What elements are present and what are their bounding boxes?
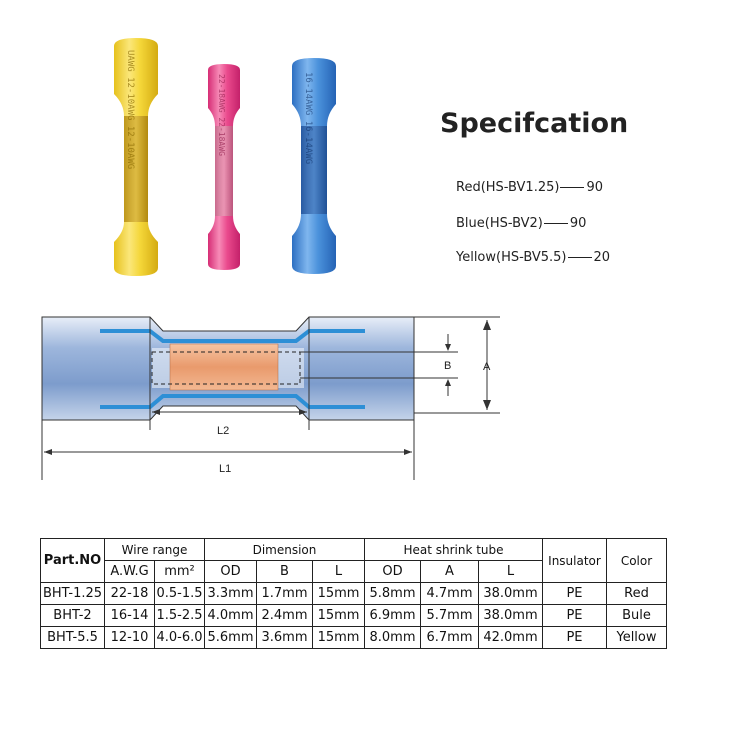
spec-line-blue: Blue(HS-BV2) 90 (456, 216, 586, 231)
svg-text:UAWG 12-10AWG 12-10AWG: UAWG 12-10AWG 12-10AWG (125, 50, 135, 169)
cell-insulator: PE (542, 626, 607, 649)
cell-mm2: 4.0-6.0 (154, 626, 205, 649)
subheader-mm2: mm² (154, 560, 205, 583)
dimension-diagram: A B L2 L1 (41, 316, 500, 480)
spec-line-label: Blue(HS-BV2) (456, 216, 543, 231)
cell-awg: 12-10 (104, 626, 155, 649)
cell-hs-od: 6.9mm (364, 604, 421, 627)
cell-od: 3.3mm (204, 582, 257, 605)
cell-awg: 16-14 (104, 604, 155, 627)
cell-part: BHT-5.5 (40, 626, 105, 649)
subheader-hs-od: OD (364, 560, 421, 583)
spec-line-label: Red(HS-BV1.25) (456, 180, 560, 195)
subheader-b: B (256, 560, 313, 583)
spec-line-yellow: Yellow(HS-BV5.5) 20 (456, 250, 610, 265)
spec-line-qty: 90 (586, 180, 604, 195)
spec-table: Part.NO Wire range Dimension Heat shrink… (40, 538, 667, 649)
svg-text:16-14AWG 16-14AWG: 16-14AWG 16-14AWG (303, 72, 313, 164)
cell-insulator: PE (542, 604, 607, 627)
cell-l: 15mm (312, 582, 365, 605)
cell-color: Yellow (606, 626, 667, 649)
product-photo: UAWG 12-10AWG 12-10AWG 22-18AWG 22-18AWG… (114, 38, 336, 276)
subheader-awg: A.W.G (104, 560, 155, 583)
blue-connector: 16-14AWG 16-14AWG (292, 58, 336, 274)
cell-hs-a: 5.7mm (420, 604, 479, 627)
cell-od: 5.6mm (204, 626, 257, 649)
spec-line-red: Red(HS-BV1.25) 90 (456, 180, 603, 195)
subheader-l: L (312, 560, 365, 583)
cell-hs-l: 42.0mm (478, 626, 543, 649)
cell-color: Bule (606, 604, 667, 627)
cell-color: Red (606, 582, 667, 605)
table-row: BHT-2 16-14 1.5-2.5 4.0mm 2.4mm 15mm 6.9… (40, 604, 667, 627)
cell-hs-l: 38.0mm (478, 604, 543, 627)
cell-insulator: PE (542, 582, 607, 605)
yellow-connector: UAWG 12-10AWG 12-10AWG (114, 38, 158, 276)
table-row: BHT-5.5 12-10 4.0-6.0 5.6mm 3.6mm 15mm 8… (40, 626, 667, 649)
cell-mm2: 0.5-1.5 (154, 582, 205, 605)
cell-b: 2.4mm (256, 604, 313, 627)
pink-connector: 22-18AWG 22-18AWG (208, 64, 240, 270)
header-heat-shrink: Heat shrink tube (364, 538, 543, 561)
label-l1: L1 (219, 463, 231, 475)
cell-awg: 22-18 (104, 582, 155, 605)
header-wire-range: Wire range (104, 538, 205, 561)
header-dimension: Dimension (204, 538, 365, 561)
cell-l: 15mm (312, 604, 365, 627)
cell-od: 4.0mm (204, 604, 257, 627)
cell-mm2: 1.5-2.5 (154, 604, 205, 627)
cell-hs-a: 6.7mm (420, 626, 479, 649)
cell-hs-od: 5.8mm (364, 582, 421, 605)
subheader-hs-l: L (478, 560, 543, 583)
label-a: A (483, 361, 491, 373)
cell-b: 3.6mm (256, 626, 313, 649)
header-insulator: Insulator (542, 538, 607, 583)
cell-l: 15mm (312, 626, 365, 649)
spec-title: Specifcation (440, 108, 629, 139)
cell-part: BHT-1.25 (40, 582, 105, 605)
header-color: Color (606, 538, 667, 583)
svg-text:22-18AWG 22-18AWG: 22-18AWG 22-18AWG (217, 74, 226, 156)
cell-hs-a: 4.7mm (420, 582, 479, 605)
header-part-no: Part.NO (40, 538, 105, 583)
label-b: B (444, 360, 451, 372)
label-l2: L2 (217, 425, 229, 437)
table-row: BHT-1.25 22-18 0.5-1.5 3.3mm 1.7mm 15mm … (40, 582, 667, 605)
spec-line-qty: 90 (569, 216, 587, 231)
cell-b: 1.7mm (256, 582, 313, 605)
subheader-hs-a: A (420, 560, 479, 583)
cell-hs-l: 38.0mm (478, 582, 543, 605)
spec-line-label: Yellow(HS-BV5.5) (456, 250, 567, 265)
cell-part: BHT-2 (40, 604, 105, 627)
cell-hs-od: 8.0mm (364, 626, 421, 649)
subheader-od: OD (204, 560, 257, 583)
spec-line-qty: 20 (593, 250, 611, 265)
